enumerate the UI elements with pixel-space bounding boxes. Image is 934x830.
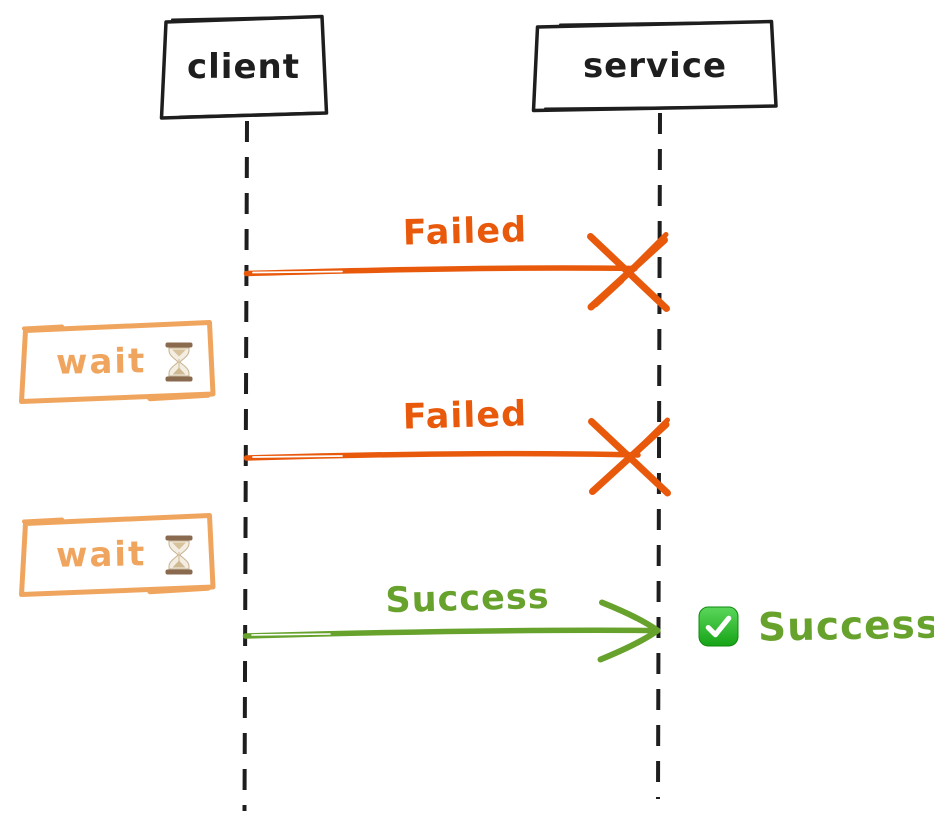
failed-arrow-2-line-slit	[252, 455, 343, 458]
message-label-failed-2: Failed	[402, 394, 528, 438]
wait-note-1: wait	[22, 325, 220, 399]
client-lifeline	[242, 120, 249, 812]
check-mark-icon	[698, 606, 739, 646]
wait-box-2-border-overdraw	[147, 585, 211, 595]
wait-note-2: wait	[22, 518, 220, 592]
service-actor-box-overdraw-top	[559, 21, 736, 26]
failed-arrow-1-line-slit	[252, 270, 343, 274]
failed-x-1-overdraw	[626, 232, 669, 274]
success-arrowhead-overdraw	[611, 629, 658, 656]
result-label: Success	[757, 601, 934, 651]
success-arrowhead-overdraw	[610, 605, 659, 632]
service-lifeline	[656, 112, 662, 800]
hourglass-icon	[165, 342, 193, 382]
wait-label: wait	[56, 341, 147, 383]
wait-box-1-border-overdraw	[147, 392, 211, 402]
wait-label: wait	[56, 534, 147, 576]
actor-service-label: service	[582, 45, 728, 86]
message-label-failed-1: Failed	[402, 210, 528, 254]
client-actor-box-overdraw-top	[171, 16, 293, 21]
wait-box-1-border-overdraw	[22, 324, 64, 331]
service-actor-box-overdraw-bottom	[544, 106, 701, 110]
hourglass-icon	[165, 535, 193, 575]
actor-client-label: client	[187, 46, 300, 87]
success-arrow-line	[242, 627, 660, 639]
failed-x-2-overdraw	[628, 417, 670, 459]
failed-x-1-overdraw	[593, 278, 625, 308]
client-actor-box-overdraw-bottom	[179, 111, 319, 118]
wait-box-2-border-overdraw	[22, 517, 64, 524]
result-note: Success	[698, 601, 934, 651]
message-label-success: Success	[384, 576, 551, 622]
success-arrow-line-slit	[251, 633, 331, 636]
wait-box-2-border	[19, 513, 216, 597]
wait-box-1-border	[19, 320, 216, 404]
